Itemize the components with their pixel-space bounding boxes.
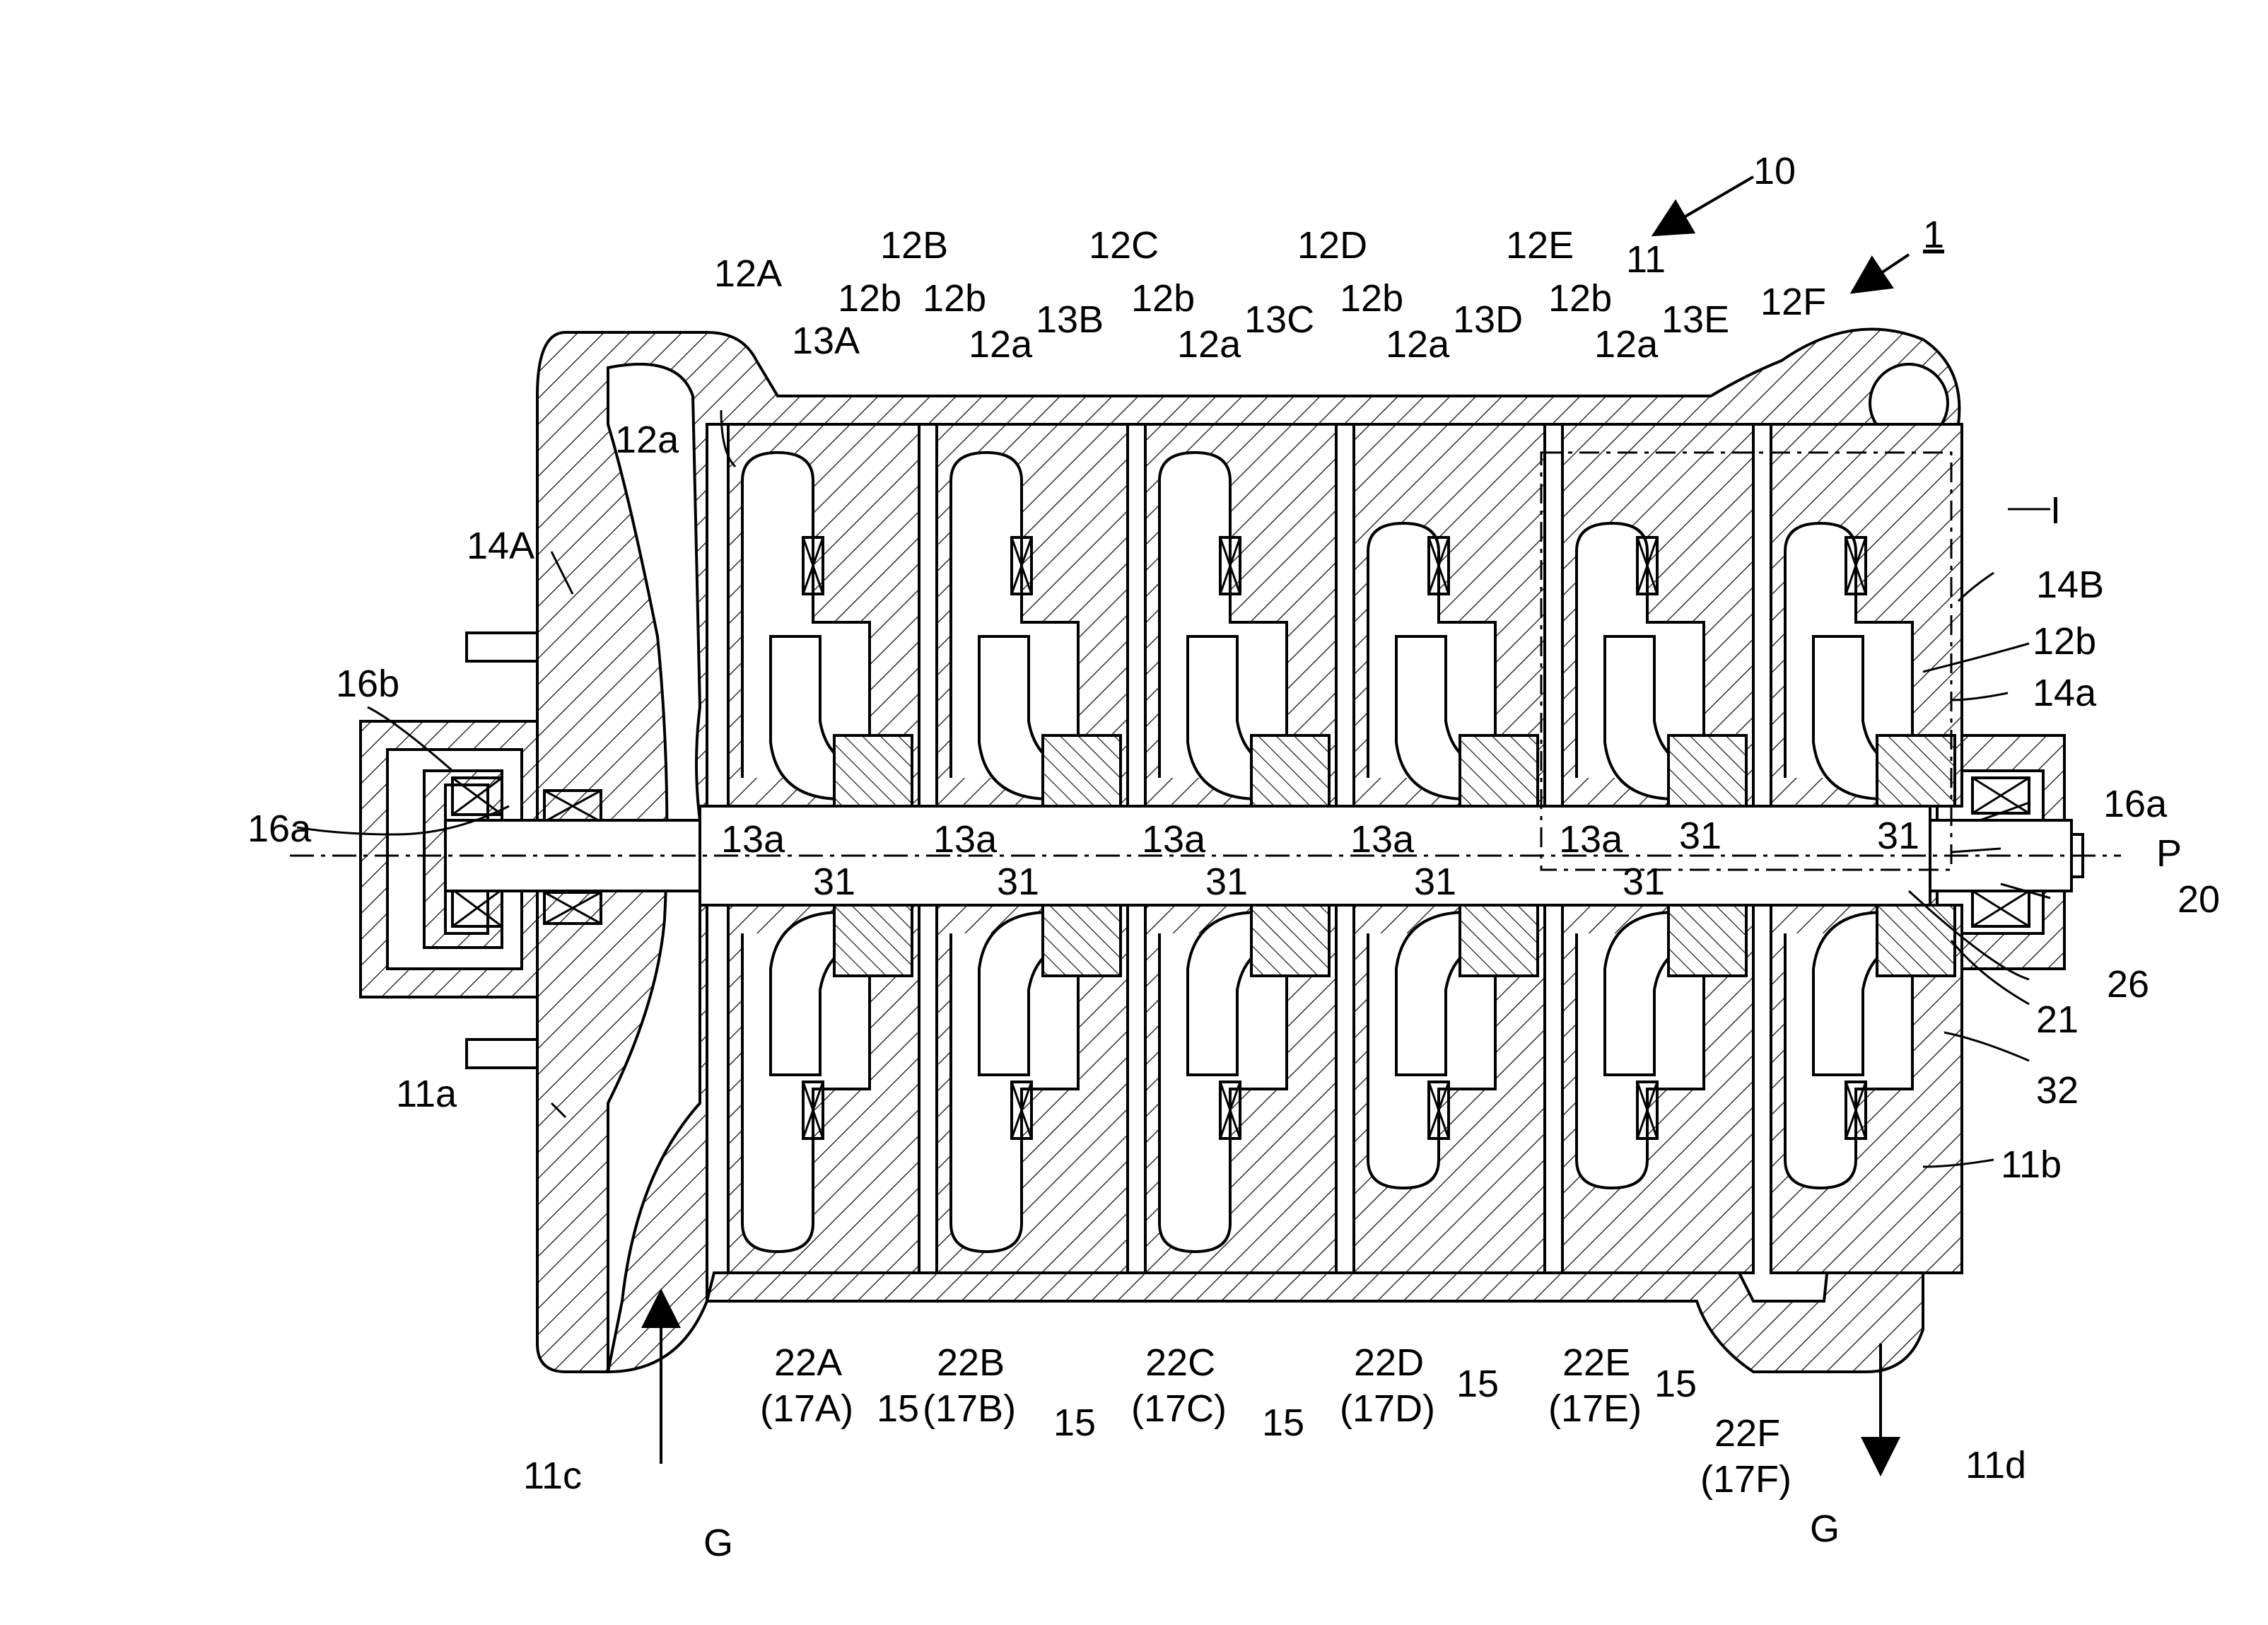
label-11b: 11b <box>2001 1143 2062 1186</box>
label-20: 20 <box>2178 878 2220 921</box>
label-12b-6: 12b <box>2033 620 2096 663</box>
impeller-hub-lower <box>1043 905 1121 976</box>
label-31-7: 31 <box>1623 861 1665 903</box>
impeller-hub-upper <box>1460 735 1538 806</box>
impeller-hub-lower <box>1460 905 1538 976</box>
label-12E: 12E <box>1506 224 1574 267</box>
label-31-6: 31 <box>1414 861 1456 903</box>
label-12b-5: 12b <box>1548 277 1612 320</box>
label-16a-left: 16a <box>247 808 312 850</box>
label-22D: 22D <box>1354 1341 1424 1384</box>
label-15-2: 15 <box>1053 1402 1096 1444</box>
label-11: 11 <box>1626 238 1666 281</box>
label-12a-3: 12a <box>1177 323 1241 366</box>
label-13B: 13B <box>1036 298 1104 341</box>
label-17D: (17D) <box>1340 1387 1435 1430</box>
label-15-3: 15 <box>1262 1402 1304 1444</box>
impeller-hub-lower <box>1877 905 1955 976</box>
label-12a-2: 12a <box>969 323 1033 366</box>
impeller-hub-upper <box>1043 735 1121 806</box>
label-13a-4: 13a <box>1350 818 1415 861</box>
rotor-10-pointer <box>1668 177 1753 226</box>
label-15-4: 15 <box>1456 1363 1499 1405</box>
label-13a-1: 13a <box>721 818 785 861</box>
impeller-hub-upper <box>1877 735 1955 806</box>
label-12b-3: 12b <box>1131 277 1195 320</box>
label-12F: 12F <box>1760 281 1826 323</box>
label-P: P <box>2156 832 2182 875</box>
label-31-2: 31 <box>1877 815 1919 857</box>
label-16b: 16b <box>336 663 399 705</box>
impeller-hub-upper <box>1251 735 1329 806</box>
label-15-1: 15 <box>877 1387 919 1430</box>
label-12B: 12B <box>880 224 948 267</box>
label-31-1: 31 <box>1679 815 1722 857</box>
label-14B: 14B <box>2036 564 2104 606</box>
label-21: 21 <box>2036 998 2079 1041</box>
label-12C: 12C <box>1089 224 1159 267</box>
label-13C: 13C <box>1244 298 1314 341</box>
label-13D: 13D <box>1453 298 1523 341</box>
label-1: 1 <box>1923 214 1944 256</box>
impeller-hub-upper <box>834 735 912 806</box>
label-I: I <box>2050 489 2061 532</box>
label-12b-4: 12b <box>1340 277 1403 320</box>
label-22E: 22E <box>1562 1341 1630 1384</box>
label-17E: (17E) <box>1548 1387 1642 1430</box>
label-12A: 12A <box>714 252 782 295</box>
label-31-4: 31 <box>997 861 1039 903</box>
label-17F: (17F) <box>1700 1458 1791 1501</box>
label-31-5: 31 <box>1205 861 1248 903</box>
label-13a-2: 13a <box>933 818 998 861</box>
label-11a: 11a <box>396 1073 457 1115</box>
label-12b-2: 12b <box>923 277 986 320</box>
label-13A: 13A <box>792 320 860 362</box>
label-G-left: G <box>703 1522 733 1564</box>
label-13a-5: 13a <box>1559 818 1623 861</box>
label-32: 32 <box>2036 1069 2079 1112</box>
label-11d: 11d <box>1965 1444 2026 1486</box>
label-12b-1: 12b <box>838 277 901 320</box>
label-16a-right: 16a <box>2103 783 2168 825</box>
label-13a-3: 13a <box>1142 818 1206 861</box>
impeller-hub-lower <box>1668 905 1746 976</box>
impeller-hub-lower <box>834 905 912 976</box>
label-G-right: G <box>1810 1508 1840 1550</box>
impeller-hub-upper <box>1668 735 1746 806</box>
label-12a-5: 12a <box>1594 323 1659 366</box>
label-26: 26 <box>2107 963 2149 1006</box>
label-12a-4: 12a <box>1386 323 1450 366</box>
label-12D: 12D <box>1297 224 1367 267</box>
label-14A: 14A <box>467 525 534 567</box>
label-17B: (17B) <box>923 1387 1016 1430</box>
label-15-5: 15 <box>1654 1363 1697 1405</box>
label-22F: 22F <box>1714 1412 1780 1455</box>
label-10: 10 <box>1753 150 1796 192</box>
label-11c: 11c <box>523 1455 582 1497</box>
label-31-3: 31 <box>813 861 855 903</box>
label-17A: (17A) <box>760 1387 853 1430</box>
label-14a: 14a <box>2033 672 2097 714</box>
assembly-1-pointer <box>1866 255 1909 283</box>
label-17C: (17C) <box>1131 1387 1227 1430</box>
label-22A: 22A <box>774 1341 842 1384</box>
impeller-hub-lower <box>1251 905 1329 976</box>
label-12a-1: 12a <box>615 419 679 461</box>
label-22B: 22B <box>937 1341 1005 1384</box>
label-22C: 22C <box>1145 1341 1215 1384</box>
label-13E: 13E <box>1661 298 1729 341</box>
